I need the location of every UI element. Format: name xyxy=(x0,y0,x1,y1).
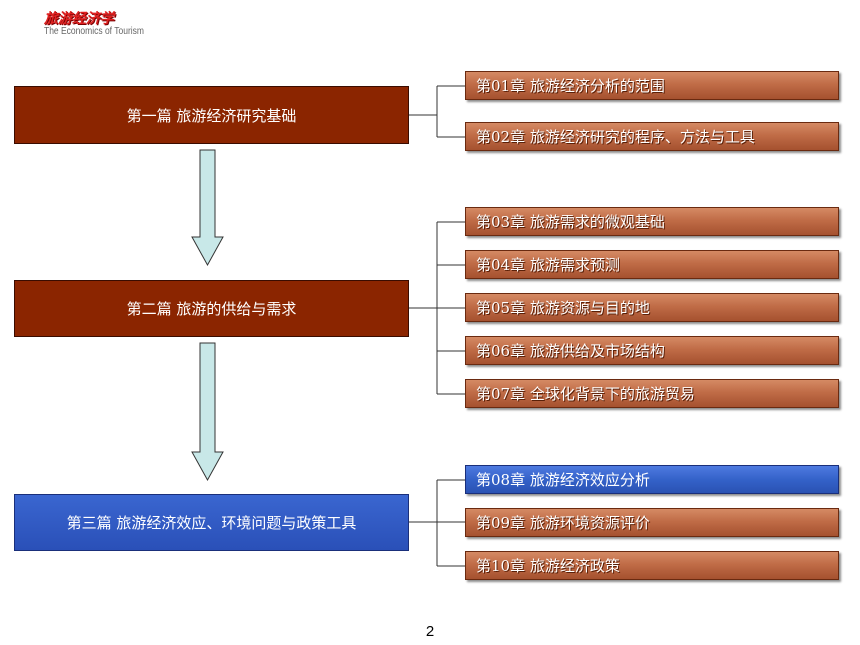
chapter-07: 第07章 全球化背景下的旅游贸易 xyxy=(465,379,839,408)
down-arrow-icon xyxy=(191,149,224,267)
chapter-09: 第09章 旅游环境资源评价 xyxy=(465,508,839,537)
chapter-01: 第01章 旅游经济分析的范围 xyxy=(465,71,839,100)
chapter-04: 第04章 旅游需求预测 xyxy=(465,250,839,279)
chapter-05: 第05章 旅游资源与目的地 xyxy=(465,293,839,322)
down-arrow-icon xyxy=(191,342,224,482)
chapter-06: 第06章 旅游供给及市场结构 xyxy=(465,336,839,365)
part-1-box: 第一篇 旅游经济研究基础 xyxy=(14,86,409,144)
page-number: 2 xyxy=(425,623,435,640)
chapter-10: 第10章 旅游经济政策 xyxy=(465,551,839,580)
part-2-box: 第二篇 旅游的供给与需求 xyxy=(14,280,409,337)
part-3-box: 第三篇 旅游经济效应、环境问题与政策工具 xyxy=(14,494,409,551)
logo-title-cn: 旅游经济学 xyxy=(44,11,114,27)
chapter-02: 第02章 旅游经济研究的程序、方法与工具 xyxy=(465,122,839,151)
logo-title-en: The Economics of Tourism xyxy=(44,26,144,37)
chapter-03: 第03章 旅游需求的微观基础 xyxy=(465,207,839,236)
chapter-08: 第08章 旅游经济效应分析 xyxy=(465,465,839,494)
